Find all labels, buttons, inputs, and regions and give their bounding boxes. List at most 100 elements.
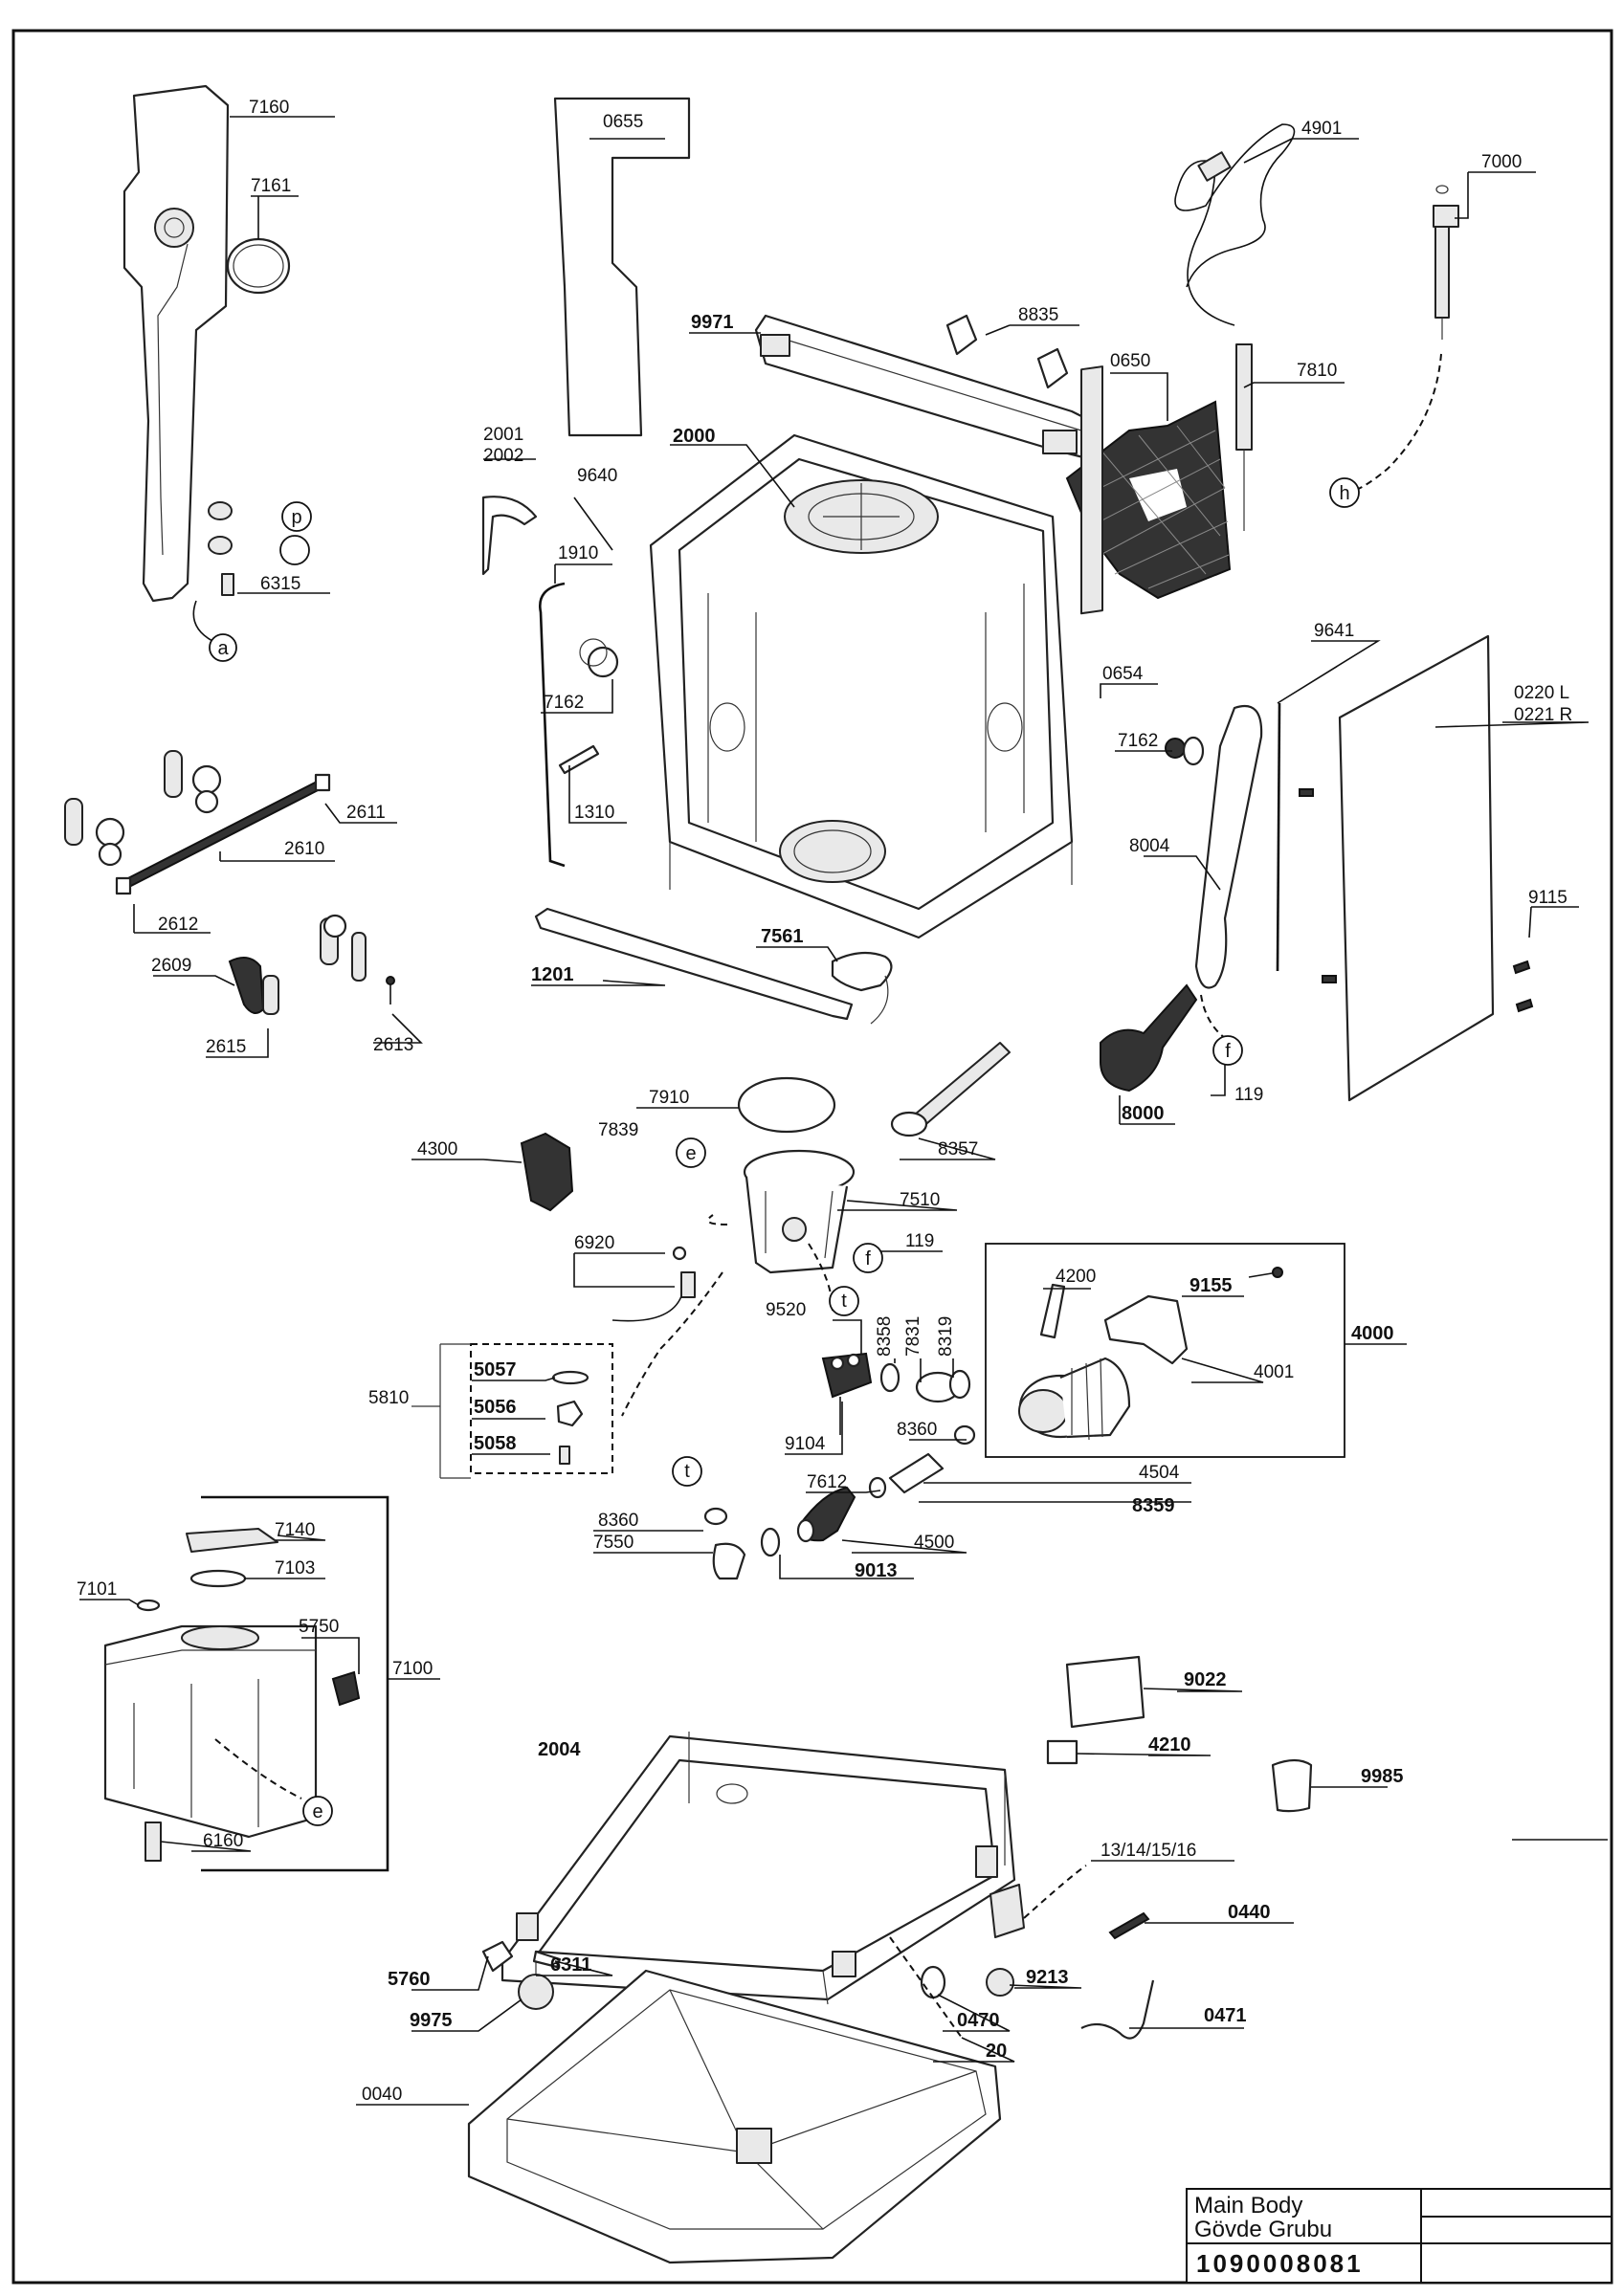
circulation-pump-part bbox=[1018, 1357, 1131, 1441]
svg-text:h: h bbox=[1339, 483, 1349, 504]
label-7839: 7839 bbox=[598, 1120, 638, 1140]
label-7000: 7000 bbox=[1481, 152, 1522, 172]
door-pulley-part bbox=[1165, 736, 1205, 766]
hose-clamp-part bbox=[890, 1111, 928, 1137]
label-0040: 0040 bbox=[362, 2085, 402, 2105]
label-7161: 7161 bbox=[251, 176, 291, 196]
drawing-number: 1090008081 bbox=[1196, 2249, 1364, 2278]
label-119a: 119 bbox=[1234, 1085, 1263, 1105]
label-5760: 5760 bbox=[388, 1969, 431, 1990]
label-9520: 9520 bbox=[766, 1300, 806, 1320]
door-arm-part bbox=[1194, 705, 1263, 989]
sheet-border bbox=[11, 29, 1613, 2285]
rear-bracket-part bbox=[122, 84, 234, 642]
label-9971: 9971 bbox=[691, 312, 734, 333]
label-1910: 1910 bbox=[558, 543, 598, 563]
top-rail-part bbox=[754, 314, 1102, 461]
label-4500: 4500 bbox=[914, 1533, 954, 1553]
label-4001: 4001 bbox=[1254, 1362, 1294, 1382]
label-9115: 9115 bbox=[1528, 888, 1567, 908]
small-tab-part bbox=[558, 744, 600, 775]
door-hinge-part bbox=[1100, 983, 1198, 1093]
label-0220: 0220 L bbox=[1514, 683, 1569, 703]
small-parts-5760-6311 bbox=[481, 1940, 562, 2010]
label-4300: 4300 bbox=[417, 1139, 457, 1159]
oring-small-part bbox=[672, 1246, 687, 1261]
label-2000: 2000 bbox=[673, 426, 716, 447]
safety-cable-part bbox=[1080, 1979, 1155, 2040]
label-9013: 9013 bbox=[855, 1560, 898, 1581]
label-5056: 5056 bbox=[474, 1397, 517, 1418]
valve-set-dashed-box bbox=[470, 1343, 613, 1474]
label-2610: 2610 bbox=[284, 839, 324, 859]
title-turkish: Gövde Grubu bbox=[1194, 2217, 1332, 2242]
clip-parts bbox=[945, 314, 1069, 389]
label-8358: 8358 bbox=[875, 1316, 895, 1357]
label-8004: 8004 bbox=[1129, 836, 1170, 856]
front-rail-part bbox=[534, 907, 854, 1021]
label-7831: 7831 bbox=[903, 1316, 923, 1357]
cable-plug-part bbox=[1197, 151, 1232, 182]
svg-text:e: e bbox=[685, 1143, 696, 1164]
label-7162a: 7162 bbox=[544, 693, 584, 713]
label-119b: 119 bbox=[905, 1231, 934, 1251]
oring-8360-part bbox=[703, 1507, 728, 1526]
label-8360a: 8360 bbox=[897, 1420, 937, 1440]
drain-wire-part bbox=[870, 975, 889, 1025]
callout-h: h bbox=[1329, 477, 1360, 508]
sump-route2-dashed bbox=[808, 1243, 834, 1312]
tube-part bbox=[1235, 343, 1253, 531]
label-4000: 4000 bbox=[1351, 1323, 1394, 1344]
label-6920: 6920 bbox=[574, 1233, 614, 1253]
label-6311: 6311 bbox=[550, 1954, 591, 1976]
label-8835: 8835 bbox=[1018, 305, 1058, 325]
title-block: Main Body Gövde Grubu 1090008081 bbox=[1186, 2188, 1612, 2284]
label-8359: 8359 bbox=[1132, 1495, 1175, 1516]
insulation-panel-part bbox=[553, 97, 691, 437]
label-9104: 9104 bbox=[785, 1434, 826, 1454]
callout-blank bbox=[279, 535, 310, 565]
leader-lines bbox=[79, 116, 1608, 2106]
label-8319: 8319 bbox=[936, 1316, 956, 1357]
cable-tie-route bbox=[889, 1936, 963, 2039]
drain-hose-part bbox=[831, 951, 893, 992]
foot-discs-part bbox=[920, 1965, 1014, 1999]
svg-text:f: f bbox=[865, 1248, 871, 1269]
label-6315: 6315 bbox=[260, 574, 300, 594]
label-4504: 4504 bbox=[1139, 1463, 1180, 1483]
part-labels: 7160 7161 6315 0655 4901 7000 9971 8835 … bbox=[77, 98, 1572, 2105]
label-8357: 8357 bbox=[938, 1139, 978, 1159]
label-0655: 0655 bbox=[603, 112, 643, 132]
leveling-rail-part bbox=[1108, 1911, 1150, 1940]
label-0471: 0471 bbox=[1204, 2005, 1247, 2026]
valve-set-bracket bbox=[411, 1343, 471, 1479]
pump-screw-part bbox=[1248, 1267, 1283, 1278]
screw-parts bbox=[1299, 788, 1534, 1013]
svg-text:p: p bbox=[291, 507, 301, 528]
label-2004: 2004 bbox=[538, 1739, 581, 1760]
mesh-insulation-part bbox=[1065, 400, 1232, 600]
softener-valve-part bbox=[331, 1670, 361, 1707]
pump-volute-part bbox=[1103, 1294, 1189, 1365]
sensor-probe-part bbox=[1433, 185, 1459, 340]
valve-set-parts bbox=[551, 1370, 589, 1465]
base-frame-part bbox=[500, 1732, 1016, 2005]
label-7810: 7810 bbox=[1297, 361, 1337, 381]
sensor-route-dashed bbox=[1344, 353, 1442, 494]
label-7910: 7910 bbox=[649, 1088, 689, 1108]
callout-t-hose: t bbox=[672, 1456, 702, 1487]
label-2612: 2612 bbox=[158, 915, 198, 935]
water-softener-bracket bbox=[201, 1495, 389, 1872]
rail-bar-part bbox=[115, 773, 331, 895]
label-5750: 5750 bbox=[299, 1617, 339, 1637]
foot-link-dashed bbox=[1023, 1865, 1087, 1919]
base-tray-part bbox=[467, 1969, 1002, 2264]
label-9985: 9985 bbox=[1361, 1766, 1404, 1787]
hose-connector-part bbox=[680, 1271, 696, 1298]
softener-route-dashed bbox=[214, 1738, 302, 1799]
softener-sensor-part bbox=[145, 1821, 162, 1862]
label-2611: 2611 bbox=[346, 803, 386, 823]
label-0440: 0440 bbox=[1228, 1902, 1271, 1923]
label-7100: 7100 bbox=[392, 1659, 433, 1679]
label-4200: 4200 bbox=[1056, 1267, 1096, 1287]
